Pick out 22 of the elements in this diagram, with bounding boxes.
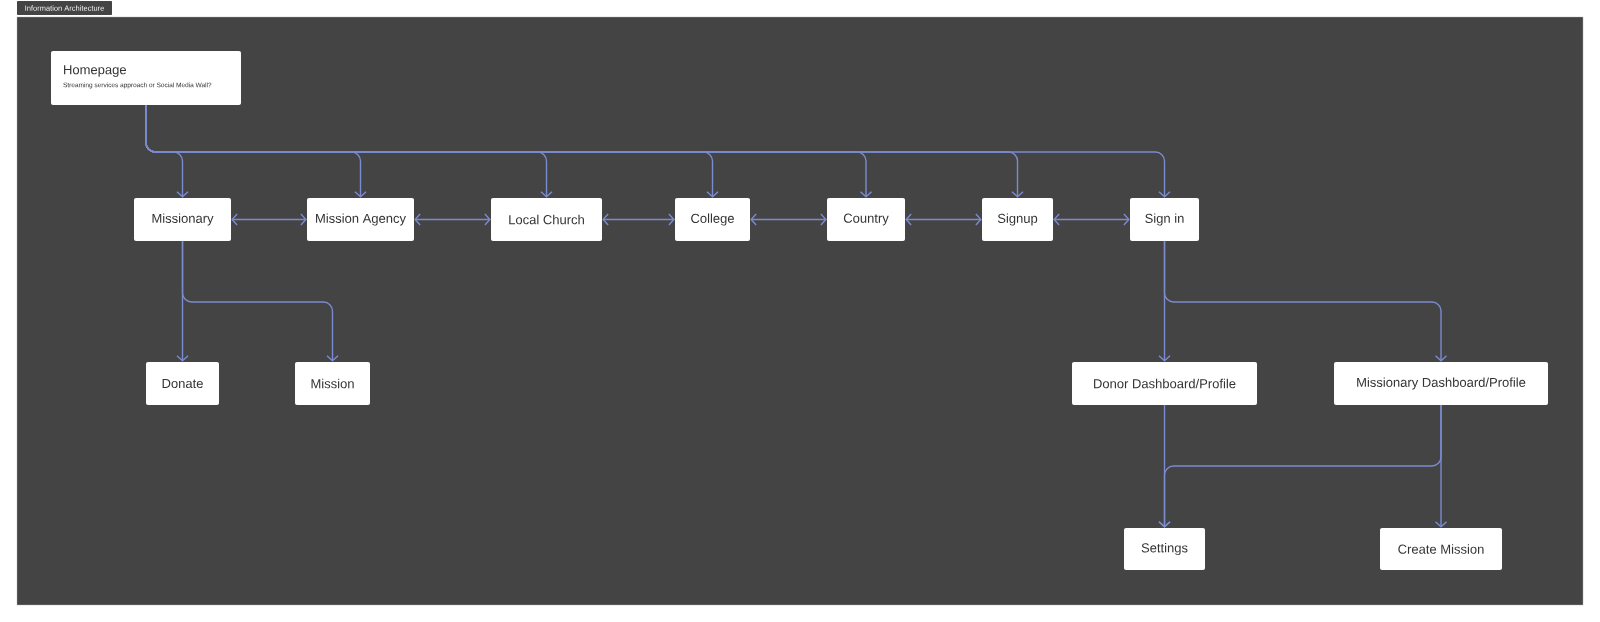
page-box: Mission Agency	[307, 198, 414, 241]
page-box: Mission	[295, 362, 370, 405]
page-box: Signup	[982, 198, 1053, 241]
page-box: College	[675, 198, 750, 241]
page-box: Donor Dashboard/Profile	[1072, 362, 1257, 405]
page-box: Local Church	[491, 198, 602, 241]
arrow	[1434, 404, 1448, 528]
page-box: Create Mission	[1380, 528, 1502, 570]
arrow	[414, 213, 491, 226]
page-box: Donate	[146, 362, 219, 405]
page-box: Country	[827, 198, 905, 241]
arrow	[1053, 213, 1130, 226]
arrow	[181, 240, 339, 362]
arrow	[750, 213, 827, 226]
page-box: Missionary	[134, 198, 231, 241]
arrow	[905, 213, 982, 226]
page-box: Settings	[1124, 528, 1205, 570]
page-box: Sign in	[1130, 198, 1199, 241]
page-box: Missionary Dashboard/Profile	[1334, 362, 1548, 405]
arrow	[231, 213, 307, 226]
arrow	[1163, 240, 1448, 362]
arrow	[602, 213, 675, 226]
